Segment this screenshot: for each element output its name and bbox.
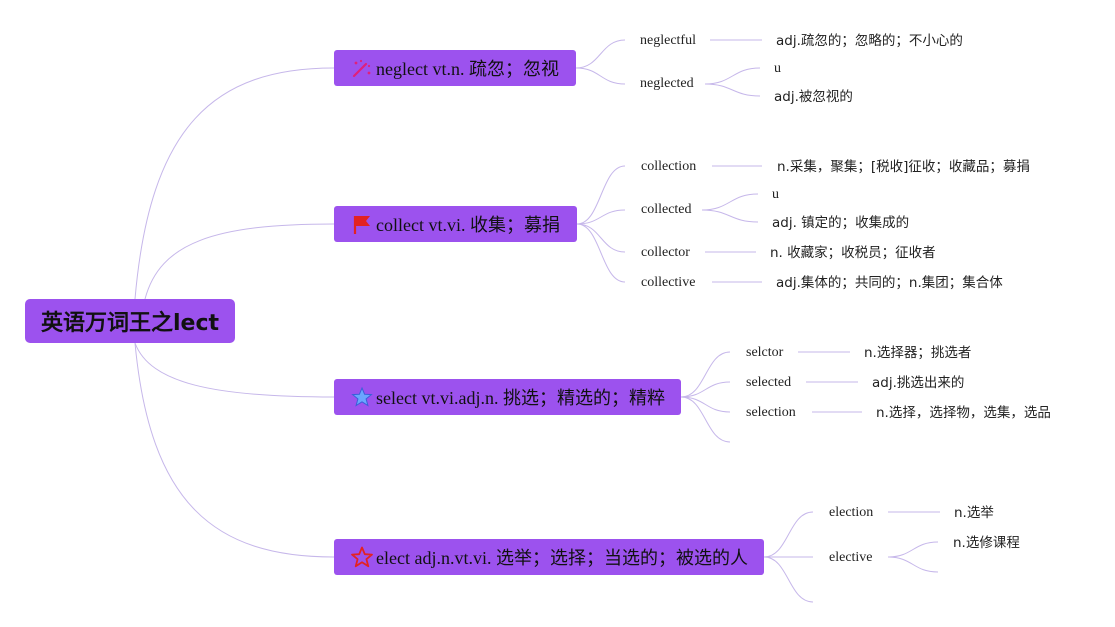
branch-label: neglect vt.n. 疏忽；忽视	[376, 59, 559, 79]
connector-collect-collective	[576, 223, 626, 283]
connector-collected-meaning	[701, 209, 759, 223]
branch-neglect[interactable]: neglect vt.n. 疏忽；忽视	[334, 50, 576, 86]
word-neglected[interactable]: neglected	[640, 76, 694, 91]
meaning-selctor: n.选择器；挑选者	[864, 345, 972, 361]
root-node[interactable]: 英语万词王之lect	[25, 299, 235, 343]
meaning-selection: n.选择，选择物，选集，选品	[876, 405, 1051, 421]
meaning-selected: adj.挑选出来的	[872, 375, 965, 391]
branch-collect[interactable]: collect vt.vi. 收集；募捐	[334, 206, 577, 242]
connector-elective-empty	[887, 556, 939, 573]
connector-elective-meaning	[887, 541, 939, 558]
word-elective[interactable]: elective	[829, 550, 873, 565]
connector-collect-collected	[576, 209, 626, 225]
branch-elect[interactable]: elect adj.n.vt.vi. 选举；选择；当选的；被选的人	[334, 539, 764, 575]
connector-select-selected	[680, 381, 731, 398]
meaning-collection: n.采集，聚集；[税收]征收；收藏品；募捐	[777, 159, 1030, 175]
branch-select[interactable]: select vt.vi.adj.n. 挑选；精选的；精粹	[334, 379, 681, 415]
connector-neglected-u	[704, 67, 761, 85]
meaning-collective: adj.集体的；共同的；n.集团；集合体	[776, 275, 1003, 291]
connector-root-select	[134, 342, 335, 398]
word-selected[interactable]: selected	[746, 375, 792, 390]
word-election[interactable]: election	[829, 505, 874, 520]
connector-select-empty	[680, 396, 731, 443]
meaning-neglectful: adj.疏忽的；忽略的；不小心的	[776, 33, 963, 49]
connector-collected-u	[701, 193, 759, 211]
red-flag-icon	[353, 216, 370, 234]
meaning-elective: n.选修课程	[953, 535, 1020, 551]
connector-neglected-meaning	[704, 83, 761, 97]
connector-root-collect	[144, 223, 335, 300]
connector-collect-collection	[576, 165, 626, 225]
word-collector[interactable]: collector	[641, 245, 690, 260]
word-neglectful[interactable]: neglectful	[640, 33, 696, 48]
connector-root-neglect	[134, 67, 335, 300]
word-selection[interactable]: selection	[746, 405, 796, 420]
connector-root-elect	[134, 342, 335, 558]
branch-label: collect vt.vi. 收集；募捐	[376, 215, 560, 235]
word-collection[interactable]: collection	[641, 159, 697, 174]
connector-elect-election	[763, 511, 814, 558]
meaning-neglected-u: u	[774, 61, 781, 76]
meaning-collected: adj. 镇定的；收集成的	[772, 215, 910, 231]
connector-select-selection	[680, 396, 731, 413]
meaning-neglected: adj.被忽视的	[774, 89, 853, 105]
connector-neglect-neglectful	[575, 39, 626, 69]
connector-collect-collector	[576, 223, 626, 253]
connector-select-selctor	[680, 351, 731, 398]
word-selctor[interactable]: selctor	[746, 345, 784, 360]
meaning-election: n.选举	[954, 505, 994, 521]
red-star-outline-icon	[351, 546, 373, 568]
blue-star-icon	[351, 386, 373, 407]
meaning-collector: n. 收藏家；收税员；征收者	[770, 245, 936, 261]
word-collective[interactable]: collective	[641, 275, 696, 290]
connector-neglect-neglected	[575, 67, 626, 85]
word-collected[interactable]: collected	[641, 202, 692, 217]
meaning-collected-u: u	[772, 187, 779, 202]
root-label: 英语万词王之lect	[40, 311, 220, 336]
branch-label: select vt.vi.adj.n. 挑选；精选的；精粹	[376, 388, 665, 408]
magic-wand-icon	[352, 59, 371, 78]
connector-elect-empty	[763, 556, 814, 603]
branch-label: elect adj.n.vt.vi. 选举；选择；当选的；被选的人	[376, 548, 748, 568]
